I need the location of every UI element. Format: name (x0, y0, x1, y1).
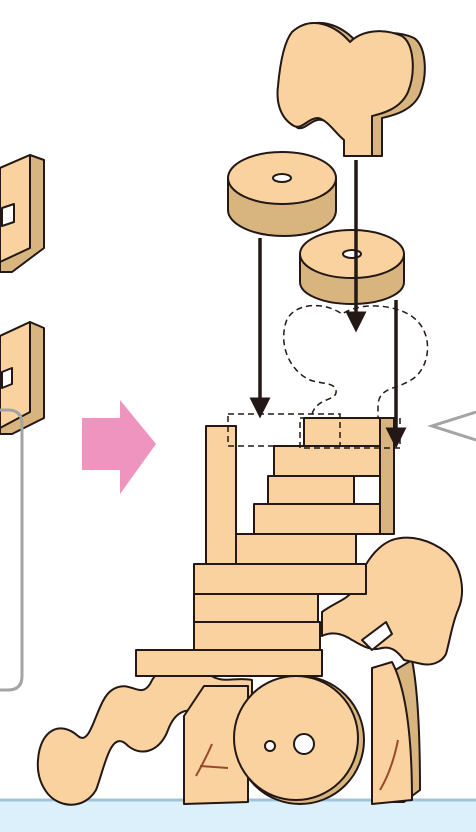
pink-arrow (82, 400, 156, 494)
callout-pointer (432, 412, 476, 440)
head-block (278, 23, 425, 156)
plank (194, 594, 318, 622)
disc-block-left (228, 152, 336, 236)
round-wheel-block (234, 676, 364, 804)
plank (194, 564, 366, 594)
plank (136, 650, 322, 676)
plank (236, 534, 356, 564)
plank (268, 476, 354, 504)
plank (254, 504, 388, 534)
frame-piece-top (0, 155, 44, 272)
plank (304, 418, 382, 446)
side-panel (0, 410, 22, 690)
rear-support (372, 660, 420, 804)
side-plank (380, 418, 394, 534)
plank (194, 622, 320, 650)
target-outline-head (284, 306, 428, 418)
plank (274, 446, 380, 476)
disc-block-right (300, 230, 404, 304)
